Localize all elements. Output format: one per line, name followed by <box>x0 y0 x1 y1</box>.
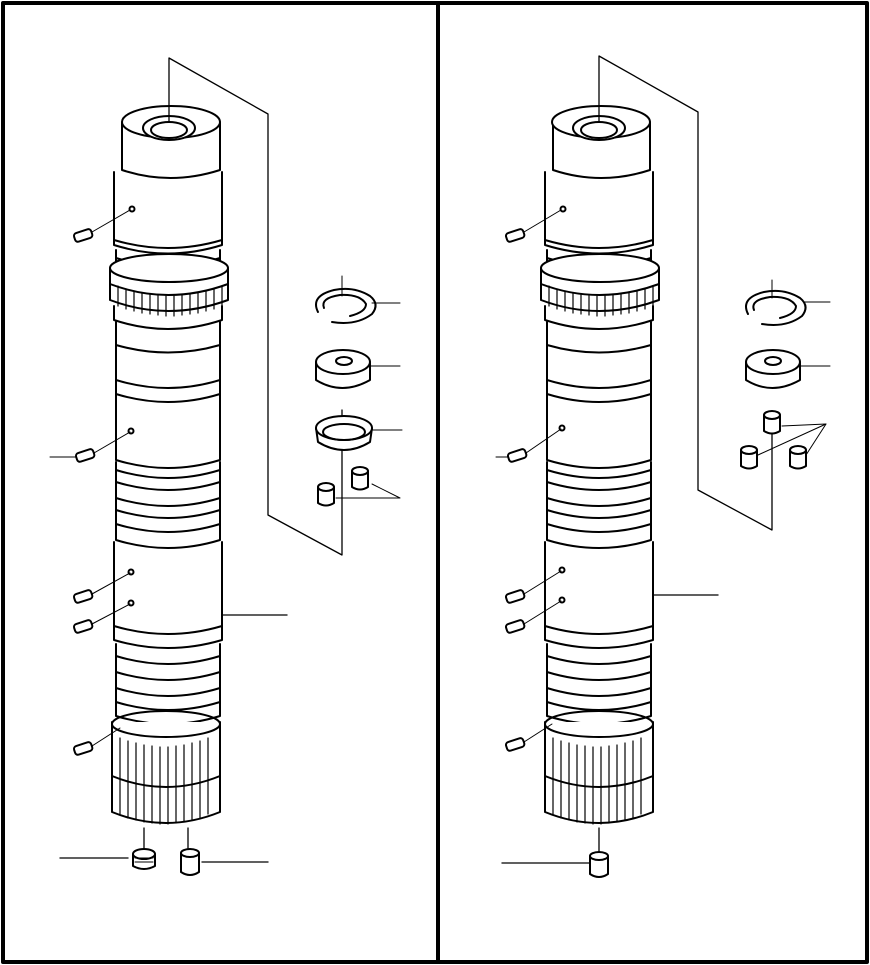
plug <box>740 445 758 470</box>
screw <box>72 619 94 634</box>
right-bottom-parts <box>589 851 609 878</box>
left-small-plugs <box>317 466 401 507</box>
right-small-plugs <box>740 410 827 470</box>
screw <box>72 228 94 243</box>
small-plug <box>589 851 609 878</box>
right-snap-ring <box>745 279 831 326</box>
screw <box>506 448 528 463</box>
plug <box>351 466 369 491</box>
screw <box>504 619 526 634</box>
right-shaft <box>540 105 660 825</box>
right-bearing <box>745 349 831 389</box>
threaded-plug <box>132 848 156 870</box>
left-cup-seal <box>315 415 403 451</box>
screw <box>72 589 94 604</box>
screw <box>504 589 526 604</box>
right-set-screws <box>495 209 562 752</box>
plug <box>789 445 807 470</box>
left-panel <box>49 57 403 876</box>
small-plug <box>180 848 200 876</box>
plug <box>763 410 781 435</box>
left-leader-lines <box>59 57 343 863</box>
right-leader-lines <box>501 55 773 864</box>
left-set-screws <box>49 209 131 756</box>
screw <box>504 228 526 243</box>
screw <box>504 737 526 752</box>
left-shaft <box>109 105 229 825</box>
right-panel <box>495 55 831 878</box>
left-snap-ring <box>315 275 401 324</box>
left-bottom-parts <box>132 848 200 876</box>
plug <box>317 482 335 507</box>
screw <box>74 448 96 463</box>
screw <box>72 741 94 756</box>
left-bearing <box>315 349 401 389</box>
